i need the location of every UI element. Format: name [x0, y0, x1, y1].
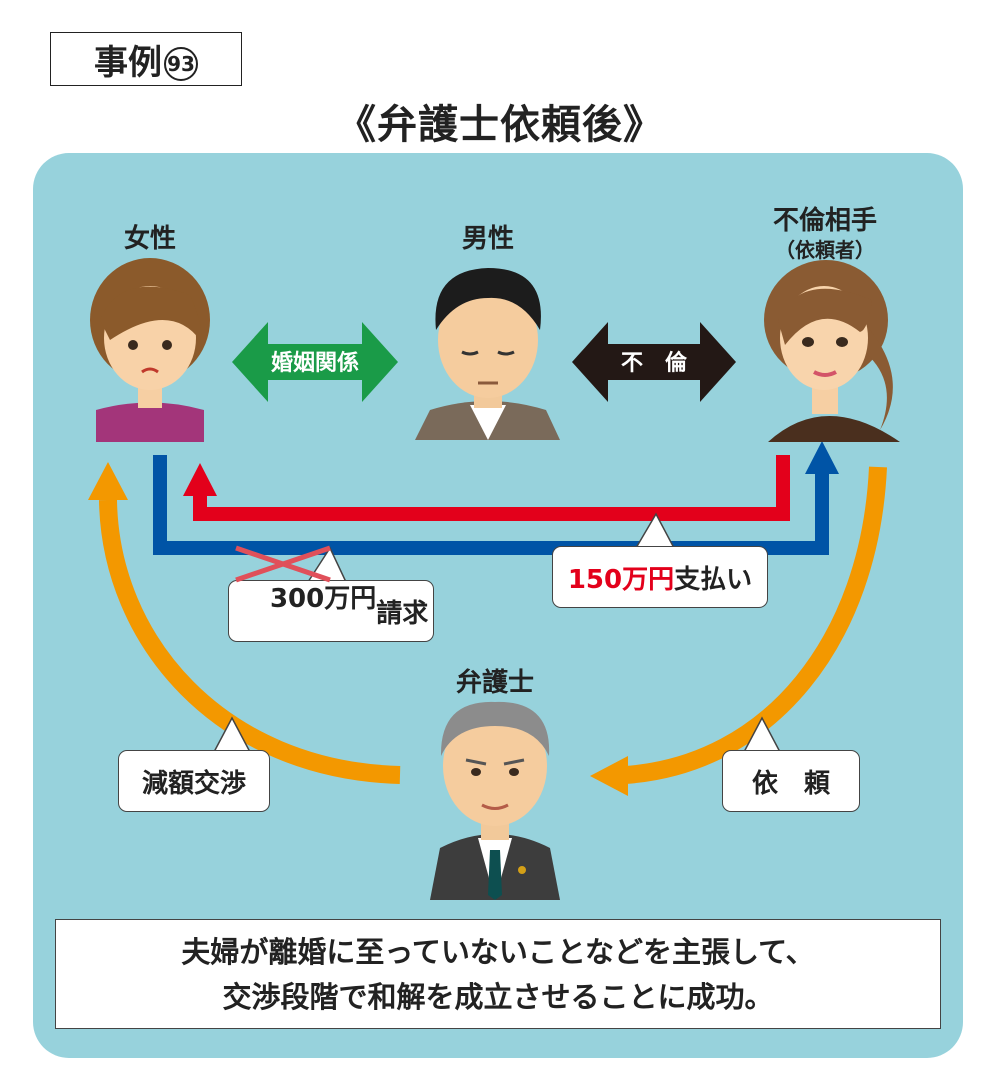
payment-line [193, 455, 790, 521]
page-title: 《弁護士依頼後》 [336, 102, 664, 148]
paid-amount: 150万円 [567, 564, 675, 595]
claim-callout: 300万円 請求 [228, 545, 434, 642]
woman-avatar [90, 258, 210, 442]
claim-arrowhead [805, 441, 839, 474]
request-arc [624, 466, 887, 784]
summary-box: 夫婦が離婚に至っていないことなどを主張して、 交渉段階で和解を成立させることに成… [55, 919, 941, 1029]
affair-arrow [572, 322, 736, 402]
marriage-arrow [232, 322, 398, 402]
man-avatar [415, 268, 560, 440]
affair-partner-sublabel: （依頼者） [775, 238, 875, 262]
lawyer-label: 弁護士 [455, 668, 534, 698]
claim-line [153, 455, 829, 555]
negotiation-callout: 減額交渉 [118, 750, 270, 812]
payment-callout: 150万円支払い [552, 546, 768, 608]
negotiation-arrowhead [88, 462, 128, 500]
claim-suffix: 請求 [376, 598, 429, 629]
request-callout: 依 頼 [722, 750, 860, 812]
paid-suffix: 支払い [674, 564, 753, 595]
cross-out-icon [234, 545, 331, 582]
request-arrowhead [590, 756, 628, 796]
affair-partner-label: 不倫相手 [772, 206, 877, 236]
marriage-label: 婚姻関係 [271, 350, 359, 376]
man-label: 男性 [461, 224, 514, 254]
woman-label: 女性 [123, 224, 176, 254]
request-label: 依 頼 [751, 768, 830, 799]
summary-line-2: 交渉段階で和解を成立させることに成功。 [222, 980, 774, 1014]
affair-label: 不 倫 [621, 350, 688, 376]
claim-amount: 300万円 [269, 583, 377, 614]
negotiation-arc [99, 499, 401, 784]
negotiation-label: 減額交渉 [141, 768, 246, 799]
payment-arrowhead [183, 463, 217, 496]
affair-partner-avatar [764, 260, 900, 442]
lawyer-avatar [430, 701, 560, 900]
summary-line-1: 夫婦が離婚に至っていないことなどを主張して、 [181, 935, 815, 969]
